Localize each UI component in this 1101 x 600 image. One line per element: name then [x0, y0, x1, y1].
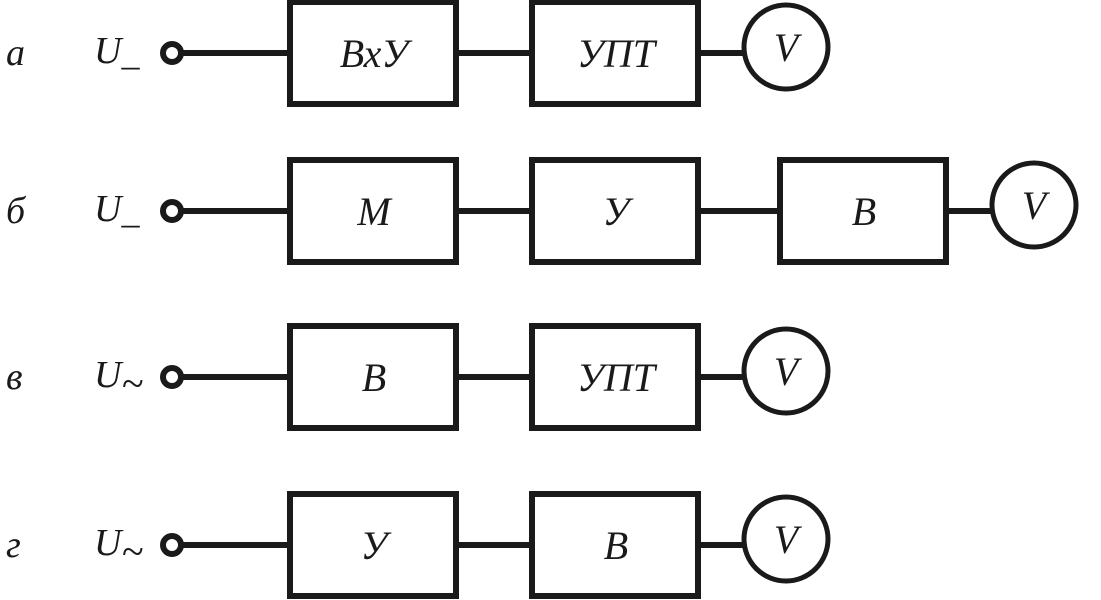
source-label: U_: [94, 188, 140, 231]
block-label: ВхУ: [340, 31, 414, 76]
row-label: г: [6, 524, 21, 566]
block-label: В: [362, 355, 386, 400]
row-label: б: [6, 190, 27, 232]
source-symbol: U: [94, 354, 124, 396]
block-вху: [287, 0, 459, 107]
voltmeter-label: V: [774, 349, 803, 394]
block-в: [529, 491, 701, 599]
voltmeter-label: V: [774, 25, 803, 70]
row-label: а: [6, 32, 25, 74]
source-subscript: _: [120, 33, 140, 73]
voltmeter-icon: [741, 494, 831, 584]
voltmeter-icon: [989, 160, 1079, 250]
source-symbol: U: [94, 522, 124, 564]
source-symbol: U: [94, 30, 124, 72]
source-label: U~: [94, 522, 143, 574]
input-terminal-icon: [160, 41, 184, 65]
source-subscript: ~: [121, 529, 143, 574]
voltmeter-label: V: [774, 517, 803, 562]
block-label: УПТ: [577, 31, 658, 76]
block-label: В: [604, 523, 628, 568]
block-label: У: [603, 189, 635, 234]
block-label: УПТ: [577, 355, 658, 400]
source-label: U~: [94, 354, 143, 406]
block-упт: [529, 323, 701, 431]
block-label: У: [361, 523, 393, 568]
source-subscript: ~: [121, 361, 143, 406]
block-м: [287, 157, 459, 265]
voltmeter-label: V: [1022, 183, 1051, 228]
block-label: М: [356, 189, 393, 234]
input-terminal-icon: [160, 365, 184, 389]
source-subscript: _: [120, 191, 140, 231]
voltmeter-icon: [741, 326, 831, 416]
block-упт: [529, 0, 701, 107]
block-у: [529, 157, 701, 265]
block-в: [777, 157, 949, 265]
source-symbol: U: [94, 188, 124, 230]
voltmeter-icon: [741, 2, 831, 92]
block-label: В: [852, 189, 876, 234]
block-в: [287, 323, 459, 431]
row-label: в: [6, 356, 23, 398]
input-terminal-icon: [160, 199, 184, 223]
block-у: [287, 491, 459, 599]
input-terminal-icon: [160, 533, 184, 557]
source-label: U_: [94, 30, 140, 73]
